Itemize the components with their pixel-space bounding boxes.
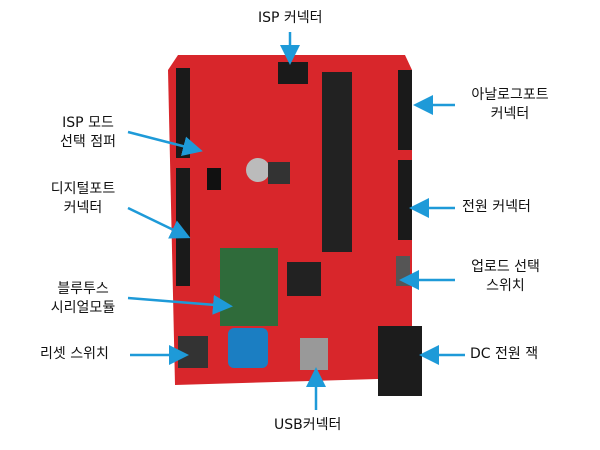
- callout-arrows: [127, 32, 465, 410]
- isp-header: [278, 62, 308, 84]
- label-upload-switch-line1: 업로드 선택: [471, 259, 540, 275]
- label-analog-port-line1: 아날로그포트: [471, 87, 549, 103]
- usb-port: [300, 338, 328, 370]
- label-isp-connector: ISP 커넥터: [258, 10, 323, 26]
- label-bluetooth: 블루투스 시리얼모듈: [38, 280, 128, 318]
- label-analog-port-line2: 커넥터: [490, 106, 530, 122]
- reset-button: [178, 336, 208, 368]
- analog-header: [398, 70, 412, 150]
- label-isp-jumper-line2: 선택 점퍼: [60, 134, 116, 150]
- usb-chip: [287, 262, 321, 296]
- label-power-connector: 전원 커넥터: [462, 199, 531, 215]
- power-header: [398, 160, 412, 240]
- label-upload-switch-line2: 스위치: [486, 278, 525, 294]
- digital-header-top: [176, 68, 190, 158]
- label-upload-switch: 업로드 선택 스위치: [458, 258, 553, 296]
- bluetooth-antenna: [228, 328, 268, 368]
- label-digital-port-line2: 커넥터: [63, 200, 103, 216]
- label-isp-jumper-line1: ISP 모드: [62, 115, 114, 131]
- regulator: [268, 162, 290, 184]
- digital-header-bottom: [176, 168, 190, 286]
- bluetooth-module: [220, 248, 278, 326]
- label-bluetooth-line1: 블루투스: [57, 281, 109, 297]
- dc-jack-body: [378, 326, 422, 396]
- capacitor: [246, 158, 270, 182]
- label-analog-port: 아날로그포트 커넥터: [460, 86, 560, 124]
- arrow-isp-jumper: [127, 130, 203, 156]
- arrow-bluetooth: [127, 294, 233, 315]
- arrow-digital: [127, 206, 191, 239]
- atmega-chip: [322, 72, 352, 252]
- label-dc-jack: DC 전원 잭: [470, 346, 539, 362]
- label-bluetooth-line2: 시리얼모듈: [50, 300, 116, 316]
- label-digital-port: 디지털포트 커넥터: [38, 180, 128, 218]
- isp-jumper-body: [207, 168, 221, 190]
- upload-switch-body: [396, 256, 410, 286]
- label-reset-switch: 리셋 스위치: [40, 346, 109, 362]
- pcb-board: [168, 55, 422, 396]
- label-isp-jumper: ISP 모드 선택 점퍼: [48, 114, 128, 152]
- label-digital-port-line1: 디지털포트: [50, 181, 116, 197]
- label-usb-connector: USB커넥터: [274, 417, 342, 433]
